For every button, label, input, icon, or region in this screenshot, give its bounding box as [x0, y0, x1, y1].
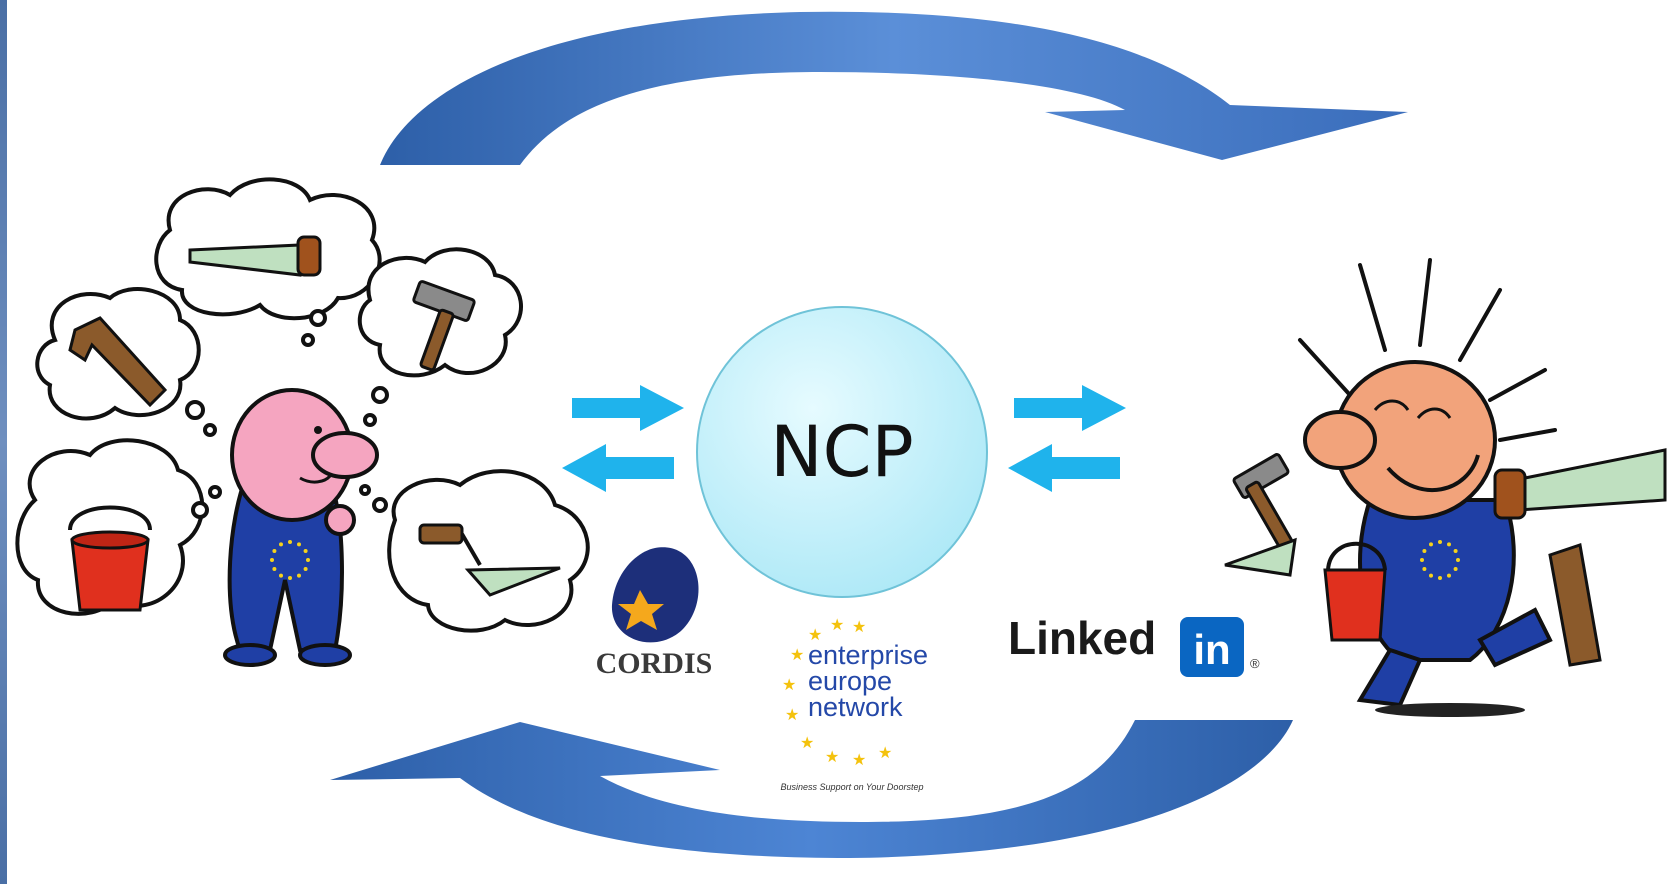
bucket-icon: [68, 505, 152, 612]
linkedin-badge: in: [1193, 626, 1230, 673]
trowel-thought-bubble: [359, 469, 590, 633]
linkedin-logo: Linked in ®: [1008, 612, 1260, 677]
saw-icon: [188, 235, 322, 277]
een-line1: enterprise: [808, 640, 928, 670]
arrow-left-icon: [562, 444, 674, 492]
enterprise-europe-network-logo: ★★★ ★★★ ★★★ ★ enterprise europe network …: [781, 617, 929, 792]
set-square-icon: [68, 316, 168, 408]
svg-text:★: ★: [782, 677, 796, 694]
left-exchange-arrows: [562, 385, 684, 492]
svg-text:★: ★: [852, 619, 866, 636]
star-ring-icon: ★★★ ★★★ ★★★ ★: [782, 617, 892, 769]
svg-text:★: ★: [808, 627, 822, 644]
linkedin-text: Linked: [1008, 612, 1156, 664]
svg-text:★: ★: [825, 749, 839, 766]
arrow-right-icon: [572, 385, 684, 431]
happy-worker-icon: [1224, 258, 1667, 717]
cordis-logo: CORDIS: [596, 547, 713, 680]
thinking-person-icon: [15, 177, 590, 667]
cycle-arrow-bottom: [330, 720, 1293, 858]
een-tagline: Business Support on Your Doorstep: [781, 782, 924, 792]
cycle-arrow-top: [380, 11, 1408, 165]
een-line3: network: [808, 692, 903, 722]
cordis-text: CORDIS: [596, 647, 713, 680]
svg-text:★: ★: [785, 707, 799, 724]
hammer-icon: [412, 280, 476, 372]
arrow-right-icon: [1014, 385, 1126, 431]
svg-text:★: ★: [790, 647, 804, 664]
trowel-icon: [418, 523, 561, 597]
slide-left-edge: [0, 0, 7, 884]
svg-text:★: ★: [852, 752, 866, 769]
svg-text:★: ★: [800, 735, 814, 752]
arrow-left-icon: [1008, 444, 1120, 492]
ncp-label: NCP: [770, 411, 913, 493]
svg-text:★: ★: [830, 617, 844, 634]
een-line2: europe: [808, 666, 892, 696]
registered-mark: ®: [1250, 656, 1260, 671]
svg-text:★: ★: [878, 745, 892, 762]
ncp-node: NCP: [696, 306, 988, 598]
right-exchange-arrows: [1008, 385, 1126, 492]
bucket-thought-bubble: [15, 438, 222, 616]
